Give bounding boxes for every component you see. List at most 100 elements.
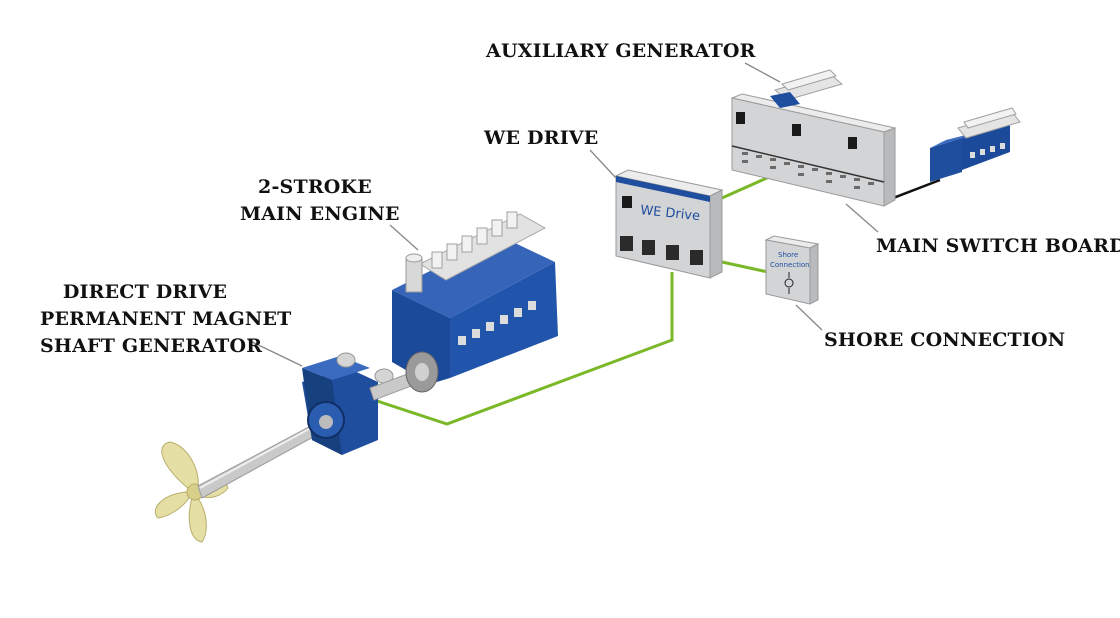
main-engine-top [392,236,555,318]
leader-shaft-generator [247,339,303,367]
shaft-generator-cap-left [336,352,356,368]
switchboard-breaker [826,180,832,183]
switchboard-breaker [868,182,874,185]
switchboard-displays [736,112,857,149]
switchboard-breaker [854,186,860,189]
aux-gen-port [970,152,975,158]
label-two-stroke-main-engine: 2-STROKE MAIN ENGINE [240,174,400,228]
shaft-generator-to-we-drive-cable [367,272,674,426]
main-switch-board-icon [730,93,897,207]
leader-aux-generator [744,62,781,83]
switchboard-breaker [812,168,818,171]
switchboard-breaker [798,173,804,176]
switchboard-display [736,112,745,124]
shore-box-front [765,239,811,305]
label-we-drive: WE DRIVE [484,125,598,152]
aux-gen-rear-alternator [770,92,800,108]
aux-gen-cylinders [963,107,1017,129]
we-drive-module [666,245,679,260]
propeller-icon [154,441,229,543]
propeller-shaft-highlight [199,421,323,489]
switchboard-breaker [784,162,790,165]
cylinder-head [476,227,488,245]
switchboard-breaker [854,178,860,181]
leader-shore-connection [795,304,823,331]
we-drive-to-shore-cable [721,260,769,274]
aux-gen-port [980,149,985,155]
aux-gen-alternator-front [930,138,962,182]
shore-box-label-line1: Shore [778,251,798,259]
label-main-switch-board-text: MAIN SWITCH BOARD [876,235,1120,257]
switchboard-breaker [742,160,748,163]
leader-main-switch-board [845,203,879,233]
shore-box-label-line2: Connection [770,261,810,269]
switchboard-breaker [826,172,832,175]
engine-port [514,308,522,317]
leader-we-drive [589,149,617,179]
switchboard-breaker [798,165,804,168]
main-engine-exhaust-stack [405,257,423,293]
cylinder-head [431,251,443,269]
we-drive-display [622,196,632,208]
engine-port [486,322,494,331]
label-shore-connection-text: SHORE CONNECTION [824,329,1066,351]
label-shaft-generator-line3: SHAFT GENERATOR [40,335,263,357]
main-engine-cylinder-heads [431,211,518,269]
cylinder-head [446,243,458,261]
label-two-stroke-line1: 2-STROKE [258,176,372,198]
label-two-stroke-line2: MAIN ENGINE [240,203,400,225]
we-drive-cabinet-side [709,189,723,279]
switchboard-breaker [756,155,762,158]
label-shaft-generator-line2: PERMANENT MAGNET [40,308,292,330]
aux-gen-port [990,146,995,152]
switchboard-to-aux-generator-cable [887,178,941,202]
we-drive-cabinet-front [615,175,711,279]
switchboard-display [848,137,857,149]
shaft-generator-face-hub [319,415,333,429]
switchboard-breaker [840,175,846,178]
main-engine-icon [392,211,558,393]
engine-port [458,336,466,345]
label-auxiliary-generator-text: AUXILIARY GENERATOR [486,40,756,62]
switchboard-display [792,124,801,136]
switchboard-breaker [770,166,776,169]
label-auxiliary-generator: AUXILIARY GENERATOR [486,38,756,65]
switchboard-side [883,127,896,207]
cylinder-head [461,235,473,253]
aux-gen-port [1000,143,1005,149]
engine-port [500,315,508,324]
we-drive-module [620,236,633,251]
shaft-generator-icon [302,352,394,455]
we-drive-cabinet-icon: WE Drive [614,169,724,279]
propeller-blade-top [161,441,199,491]
shore-connection-box-icon: Shore Connection [764,235,820,305]
engine-port [472,329,480,338]
auxiliary-generator-rear-icon [770,69,844,108]
label-shore-connection: SHORE CONNECTION [824,327,1065,354]
cylinder-head [506,211,518,229]
main-engine-exhaust-top [405,253,423,263]
propeller-blade-left [154,491,191,519]
we-drive-header-strip [616,176,710,202]
we-drive-module [690,250,703,265]
propeller-blade-bottom [188,497,207,543]
leader-two-stroke [389,224,419,251]
we-drive-brand: WE Drive [640,203,701,224]
main-engine-ports [458,301,536,345]
shore-transformer-symbol [784,278,794,288]
engine-port [528,301,536,310]
cylinder-head [491,219,503,237]
shore-box-side [809,243,819,305]
we-drive-module [642,240,655,255]
auxiliary-generator-icon [930,107,1021,182]
label-main-switch-board: MAIN SWITCH BOARD [876,233,1120,260]
aux-gen-rear-cylinders [781,69,837,91]
main-engine-flywheel-hub [415,363,429,381]
switchboard-breaker [742,152,748,155]
label-shaft-generator: DIRECT DRIVE PERMANENT MAGNET SHAFT GENE… [40,279,292,360]
label-we-drive-text: WE DRIVE [484,127,599,149]
propeller-shaft [197,419,327,499]
switchboard-busbar [731,145,885,183]
